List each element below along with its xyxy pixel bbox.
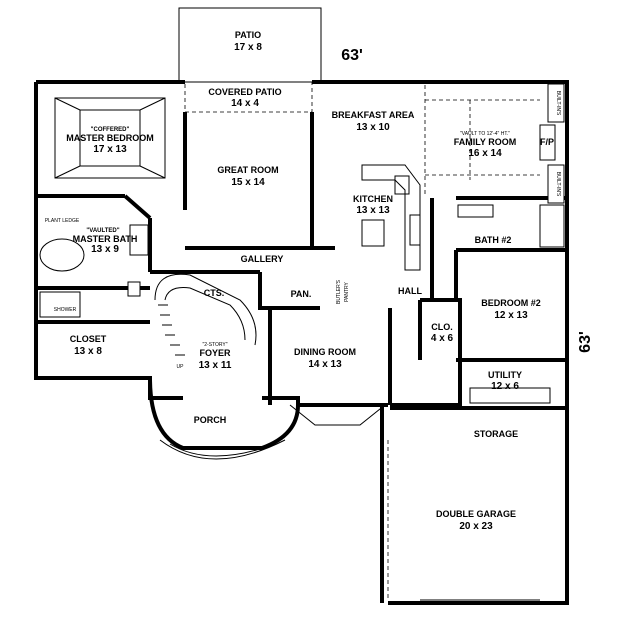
fp-label: F/P	[540, 137, 554, 147]
dining-room-name: DINING ROOM	[294, 347, 356, 357]
master-bath-size: 13 x 9	[91, 244, 119, 255]
range	[409, 214, 421, 246]
double-garage-size: 20 x 23	[459, 521, 493, 532]
covered-patio-size: 14 x 4	[231, 98, 259, 109]
master-bath-name: MASTER BATH	[73, 234, 138, 244]
foyer-size: 13 x 11	[199, 360, 232, 371]
utility-name: UTILITY	[488, 370, 522, 380]
kitchen-island	[361, 219, 385, 247]
coffered-diagonals	[54, 97, 166, 179]
interior-walls	[36, 112, 567, 410]
dining-bay	[289, 404, 386, 426]
family-room-note: "VAULT TO 12'-4" HT."	[460, 131, 510, 137]
built-ins-bottom	[547, 164, 565, 204]
fireplace	[539, 124, 556, 161]
bedroom2-name: BEDROOM #2	[481, 298, 541, 308]
covered-patio-name: COVERED PATIO	[208, 87, 281, 97]
foyer-bay-wall	[148, 377, 300, 450]
utility-counter	[469, 387, 551, 404]
butlers-pantry-label-2: PANTRY	[344, 281, 350, 301]
vault-lines	[424, 85, 540, 195]
bath2-vanity	[457, 204, 494, 218]
patio-name: PATIO	[235, 30, 261, 40]
vanity	[129, 224, 149, 256]
porch-label: PORCH	[194, 415, 227, 425]
double-garage-name: DOUBLE GARAGE	[436, 509, 516, 519]
bath2-tub	[539, 204, 565, 248]
master-bedroom-size: 17 x 13	[93, 144, 127, 155]
breakfast-area-name: BREAKFAST AREA	[332, 110, 415, 120]
plant-ledge-label: PLANT LEDGE	[45, 218, 80, 224]
foyer-name: FOYER	[199, 348, 231, 358]
width-dimension: 63'	[341, 47, 363, 64]
porch-arc	[159, 439, 286, 460]
sink	[394, 175, 410, 195]
great-room-name: GREAT ROOM	[217, 165, 278, 175]
kitchen-counter	[361, 164, 421, 271]
gallery-label: GALLERY	[241, 254, 284, 264]
shower-label: SHOWER	[54, 307, 77, 313]
pan-label: PAN.	[291, 289, 312, 299]
toilet	[127, 281, 141, 297]
cts-label: CTS.	[204, 288, 225, 298]
clo-name: CLO.	[431, 322, 453, 332]
dining-room-size: 14 x 13	[308, 359, 342, 370]
kitchen-name: KITCHEN	[353, 194, 393, 204]
bath2-name: BATH #2	[475, 235, 512, 245]
utility-size: 12 x 6	[491, 381, 519, 392]
porch-arc-inner	[169, 443, 276, 457]
coffered-outer	[54, 97, 166, 179]
master-bedroom-name: MASTER BEDROOM	[66, 133, 154, 143]
family-room-name: FAMILY ROOM	[454, 137, 517, 147]
shower	[39, 291, 81, 318]
patio-size: 17 x 8	[234, 42, 262, 53]
depth-dimension: 63'	[577, 331, 594, 353]
master-bath-note: "VAULTED"	[86, 228, 119, 234]
closet-size: 13 x 8	[74, 346, 102, 357]
built-ins-label-bottom: BUILT-IN'S	[555, 172, 561, 197]
storage-label: STORAGE	[474, 429, 518, 439]
covered-patio-outline	[184, 81, 313, 113]
closet-name: CLOSET	[70, 334, 107, 344]
foyer-note: "2-STORY"	[202, 342, 227, 348]
great-room-size: 15 x 14	[231, 177, 265, 188]
hall-label: HALL	[398, 286, 422, 296]
built-ins-top	[547, 83, 565, 123]
up-label: UP	[177, 364, 185, 370]
master-bedroom-note: "COFFERED"	[91, 127, 130, 133]
butlers-pantry-label-1: BUTLER'S	[336, 279, 342, 304]
bedroom2-size: 12 x 13	[494, 310, 528, 321]
coffered-inner	[79, 109, 141, 167]
spiral-stair	[154, 273, 257, 346]
family-room-size: 16 x 14	[468, 148, 502, 159]
kitchen-size: 13 x 13	[356, 205, 390, 216]
master-tub	[39, 238, 85, 272]
built-ins-label-top: BUILT-IN'S	[555, 91, 561, 116]
clo-size: 4 x 6	[431, 333, 454, 344]
stair-treads	[158, 304, 185, 356]
lockers-label: LOCKERS	[428, 406, 453, 412]
breakfast-area-size: 13 x 10	[356, 122, 390, 133]
